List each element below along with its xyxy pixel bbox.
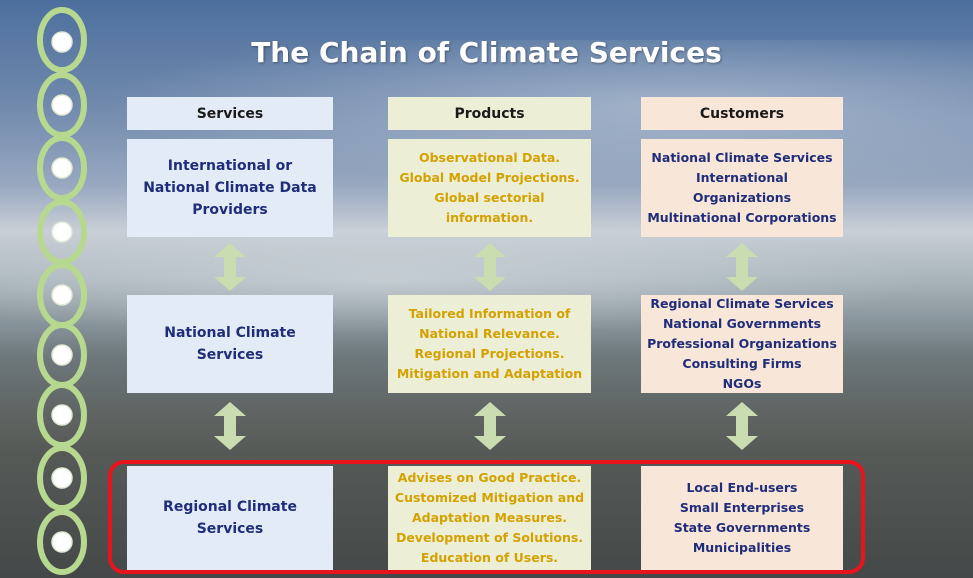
- customer-line: Municipalities: [692, 540, 792, 555]
- product-line: Regional Projections.: [414, 346, 565, 361]
- page-title: The Chain of Climate Services: [251, 36, 722, 69]
- double-arrow-vertical-icon: [726, 243, 758, 291]
- service-line: Regional Climate: [163, 499, 297, 515]
- customer-line: NGOs: [722, 376, 762, 391]
- product-box-global: Observational Data. Global Model Project…: [388, 139, 591, 237]
- product-box-national: Tailored Information of National Relevan…: [388, 295, 591, 393]
- chain-links-icon: [37, 7, 87, 575]
- product-line: Development of Solutions.: [395, 530, 584, 545]
- customer-line: National Governments: [662, 316, 822, 331]
- service-line: National Climate Data: [143, 180, 317, 196]
- double-arrow-vertical-icon: [474, 402, 506, 450]
- service-line: National Climate: [164, 325, 296, 341]
- service-box-regional: Regional Climate Services: [127, 466, 333, 570]
- header-customers: Customers: [641, 97, 843, 130]
- customer-line: State Governments: [673, 520, 811, 535]
- product-line: Education of Users.: [420, 550, 559, 565]
- product-line: Global Model Projections.: [399, 170, 580, 185]
- customer-line: Small Enterprises: [679, 500, 805, 515]
- customer-line: National Climate Services: [651, 150, 833, 165]
- customer-line: Regional Climate Services: [650, 296, 834, 311]
- service-line: Providers: [192, 202, 268, 218]
- customer-line: Multinational Corporations: [647, 210, 837, 225]
- service-box-national: National Climate Services: [127, 295, 333, 393]
- header-products: Products: [388, 97, 591, 130]
- customer-line: Organizations: [692, 190, 792, 205]
- product-line: Mitigation and Adaptation: [396, 366, 583, 381]
- service-line: International or: [167, 158, 293, 174]
- header-services: Services: [127, 97, 333, 130]
- product-box-regional: Advises on Good Practice. Customized Mit…: [388, 466, 591, 570]
- double-arrow-vertical-icon: [726, 402, 758, 450]
- service-line: Services: [196, 347, 264, 363]
- service-line: Services: [196, 521, 264, 537]
- product-line: Advises on Good Practice.: [397, 470, 582, 485]
- double-arrow-vertical-icon: [474, 243, 506, 291]
- customer-box-international: National Climate Services International …: [641, 139, 843, 237]
- customer-line: Professional Organizations: [647, 336, 837, 351]
- product-line: National Relevance.: [419, 326, 560, 341]
- product-line: Global sectorial: [434, 190, 545, 205]
- customer-line: Consulting Firms: [682, 356, 802, 371]
- customer-box-national: Regional Climate Services National Gover…: [641, 295, 843, 393]
- product-line: information.: [445, 210, 534, 225]
- double-arrow-vertical-icon: [214, 243, 246, 291]
- product-line: Tailored Information of: [408, 306, 571, 321]
- product-line: Adaptation Measures.: [411, 510, 568, 525]
- product-line: Observational Data.: [418, 150, 560, 165]
- double-arrow-vertical-icon: [214, 402, 246, 450]
- customer-box-regional: Local End-users Small Enterprises State …: [641, 466, 843, 570]
- product-line: Customized Mitigation and: [394, 490, 585, 505]
- customer-line: Local End-users: [686, 480, 798, 495]
- service-box-international: International or National Climate Data P…: [127, 139, 333, 237]
- customer-line: International: [696, 170, 788, 185]
- highlight-regional-row: [108, 460, 865, 574]
